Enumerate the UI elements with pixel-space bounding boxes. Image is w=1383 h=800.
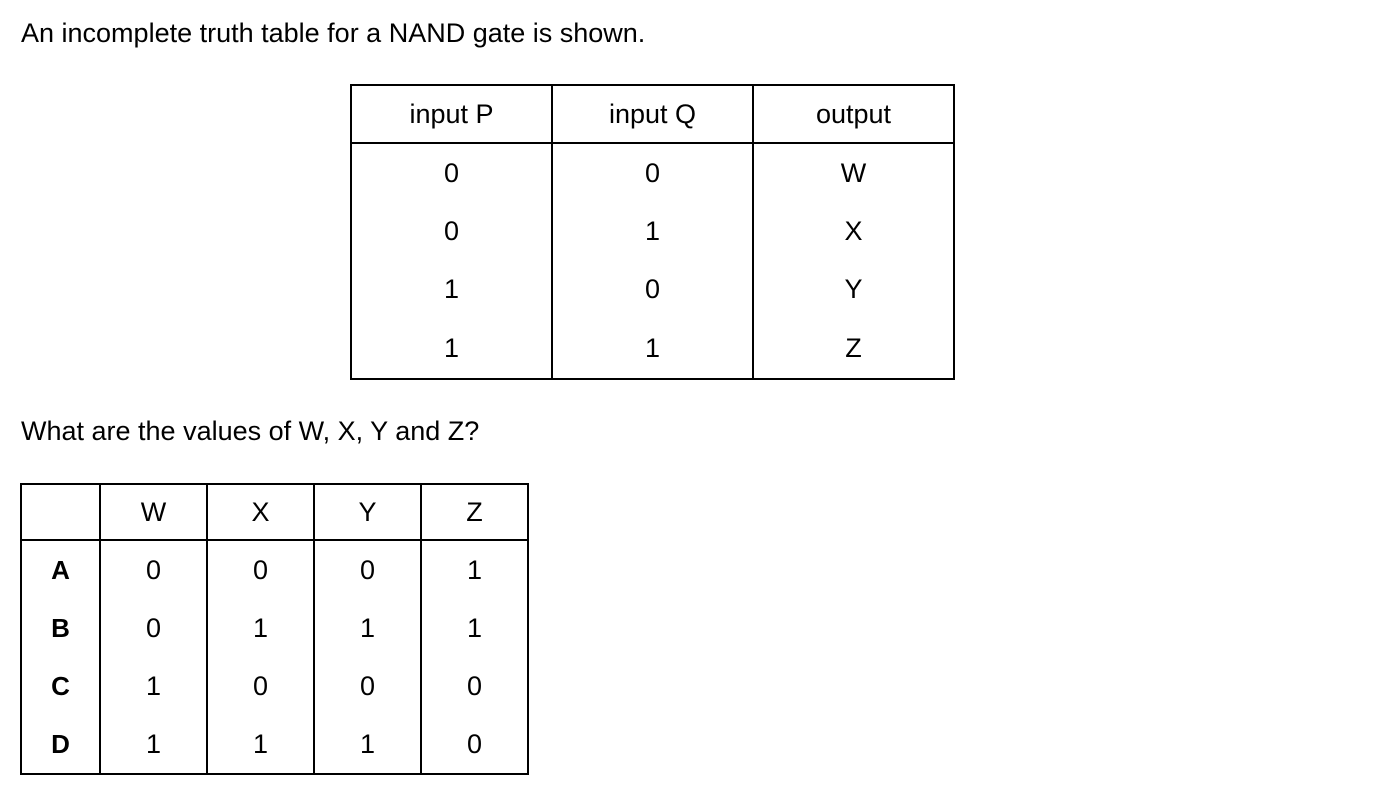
cell-input-p: 0: [350, 202, 553, 260]
truth-table-row: 0 0 W: [350, 143, 955, 202]
cell-output: W: [752, 143, 955, 202]
option-value-z: 1: [420, 540, 529, 599]
option-value-w: 1: [99, 715, 208, 774]
option-row-d[interactable]: D 1 1 1 0: [20, 715, 529, 774]
options-corner-cell: [20, 484, 101, 541]
option-value-y: 1: [313, 715, 422, 774]
option-key[interactable]: C: [20, 657, 101, 715]
question-stem: An incomplete truth table for a NAND gat…: [21, 18, 646, 48]
header-input-q: input Q: [551, 85, 754, 144]
nand-truth-table: input P input Q output 0 0 W 0 1 X 1 0 Y…: [350, 84, 955, 380]
cell-input-q: 0: [551, 143, 754, 202]
option-value-x: 0: [206, 540, 315, 599]
options-header-w: W: [99, 484, 208, 541]
option-value-y: 0: [313, 540, 422, 599]
option-value-x: 1: [206, 715, 315, 774]
option-value-x: 1: [206, 599, 315, 657]
cell-output: X: [752, 202, 955, 260]
cell-input-q: 0: [551, 260, 754, 318]
truth-table-header-row: input P input Q output: [350, 85, 955, 144]
cell-input-q: 1: [551, 202, 754, 260]
answer-options-table: W X Y Z A 0 0 0 1 B 0 1 1 1 C 1 0 0 0 D: [20, 483, 529, 775]
option-value-x: 0: [206, 657, 315, 715]
option-value-z: 0: [420, 715, 529, 774]
header-output: output: [752, 85, 955, 144]
truth-table-row: 1 1 Z: [350, 318, 955, 379]
truth-table-row: 0 1 X: [350, 202, 955, 260]
option-value-z: 1: [420, 599, 529, 657]
cell-input-p: 1: [350, 318, 553, 379]
header-input-p: input P: [350, 85, 553, 144]
option-value-w: 1: [99, 657, 208, 715]
question-prompt: What are the values of W, X, Y and Z?: [21, 416, 480, 446]
option-value-w: 0: [99, 599, 208, 657]
options-header-row: W X Y Z: [20, 484, 529, 541]
option-key[interactable]: B: [20, 599, 101, 657]
option-key[interactable]: A: [20, 540, 101, 599]
option-value-z: 0: [420, 657, 529, 715]
option-key[interactable]: D: [20, 715, 101, 774]
options-header-z: Z: [420, 484, 529, 541]
cell-output: Y: [752, 260, 955, 318]
truth-table-row: 1 0 Y: [350, 260, 955, 318]
option-value-y: 0: [313, 657, 422, 715]
cell-input-p: 1: [350, 260, 553, 318]
option-row-b[interactable]: B 0 1 1 1: [20, 599, 529, 657]
cell-input-q: 1: [551, 318, 754, 379]
cell-output: Z: [752, 318, 955, 379]
options-header-y: Y: [313, 484, 422, 541]
option-value-w: 0: [99, 540, 208, 599]
option-row-a[interactable]: A 0 0 0 1: [20, 540, 529, 599]
cell-input-p: 0: [350, 143, 553, 202]
option-row-c[interactable]: C 1 0 0 0: [20, 657, 529, 715]
options-header-x: X: [206, 484, 315, 541]
option-value-y: 1: [313, 599, 422, 657]
